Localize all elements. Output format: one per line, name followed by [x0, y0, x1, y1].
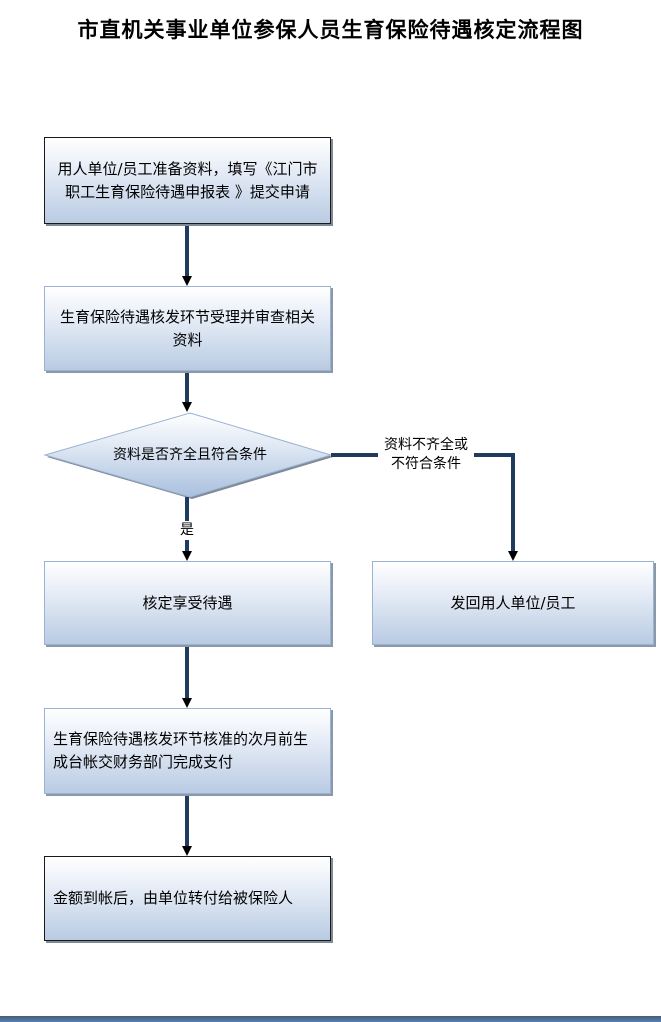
- connector-step1-step2: [182, 224, 192, 286]
- node-step5-text: 金额到帐后，由单位转付给被保险人: [53, 889, 294, 907]
- node-step3-text: 核定享受待遇: [142, 593, 233, 612]
- arrowhead-icon: [182, 276, 192, 286]
- decision-diamond: [43, 412, 333, 499]
- node-step4-text: 生育保险待遇核发环节核准的次月前生成台帐交财务部门完成支付: [53, 730, 309, 771]
- node-step1-text: 用人单位/员工准备资料，填写《江门市职工生育保险待遇申报表 》提交申请: [57, 159, 318, 201]
- arrowhead-icon: [182, 551, 192, 561]
- node-step4: 生育保险待遇核发环节核准的次月前生成台帐交财务部门完成支付: [44, 708, 331, 794]
- page-title: 市直机关事业单位参保人员生育保险待遇核定流程图: [77, 17, 584, 42]
- footer-bar: [0, 1016, 661, 1022]
- arrowhead-icon: [508, 551, 518, 561]
- yes-label: 是: [178, 521, 196, 540]
- no-label: 资料不齐全或 不符合条件: [378, 436, 474, 474]
- node-step2-text: 生育保险待遇核发环节受理并审查相关资料: [59, 307, 315, 349]
- node-step3: 核定享受待遇: [44, 561, 331, 645]
- connector-step4-step5: [182, 794, 192, 856]
- connector-step3-step4: [182, 645, 192, 708]
- no-label-line2: 不符合条件: [391, 456, 461, 472]
- node-step2: 生育保险待遇核发环节受理并审查相关资料: [44, 286, 331, 371]
- no-label-line1: 资料不齐全或: [384, 437, 468, 453]
- arrowhead-icon: [182, 698, 192, 708]
- arrowhead-icon: [182, 402, 192, 412]
- connector-step2-decision: [182, 371, 192, 412]
- node-reject: 发回用人单位/员工: [372, 561, 654, 645]
- decision-text: 资料是否齐全且符合条件: [113, 447, 267, 463]
- node-reject-text: 发回用人单位/员工: [450, 593, 576, 612]
- node-step5: 金额到帐后，由单位转付给被保险人: [44, 856, 331, 941]
- arrowhead-icon: [182, 846, 192, 856]
- node-step1: 用人单位/员工准备资料，填写《江门市职工生育保险待遇申报表 》提交申请: [44, 137, 331, 224]
